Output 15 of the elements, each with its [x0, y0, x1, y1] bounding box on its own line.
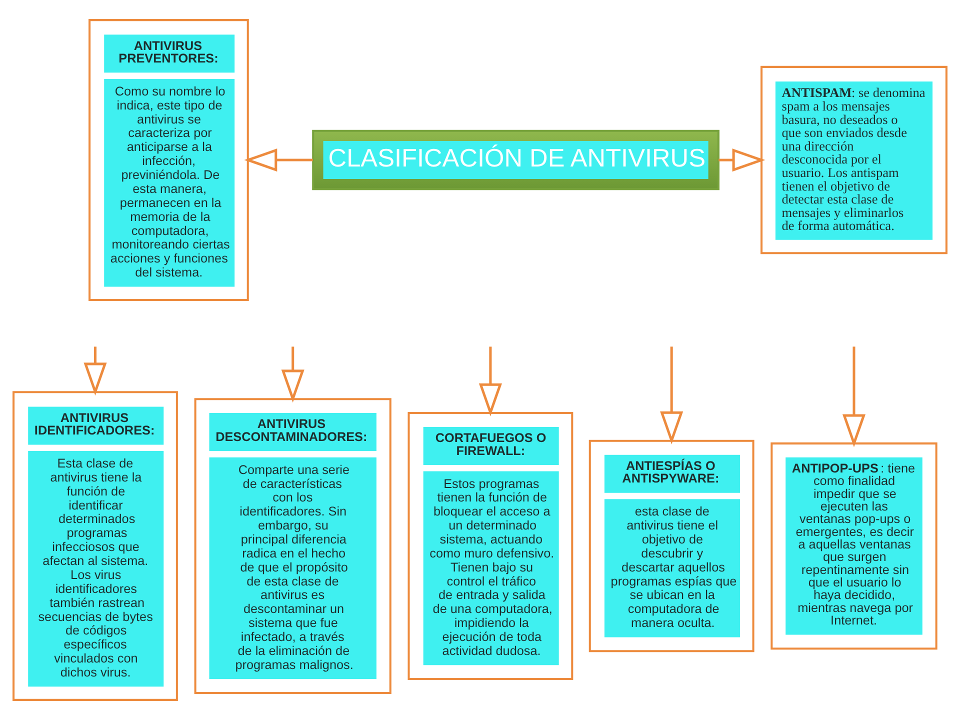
arrow — [478, 346, 502, 416]
node-box: ANTIPOP-UPS: tiene como finalidad impedir que se ejecuten las ventanas pop-ups o emergentes, es decir a aquellas ventanas que surgen repentinamente sin que el usuario lo haya decidido, mientras navega por Internet. — [770, 442, 938, 650]
arrow — [660, 346, 684, 444]
arrow — [84, 346, 107, 396]
arrow — [718, 148, 766, 172]
node-box: ANTISPAM: se denomina spam a los mensajes basura, no deseados o que son enviados desde una dirección desconocida por el usuario. Los antispam tienen el objetivo de detectar esta clase de mensajes y eliminarlos de forma automática. — [760, 66, 948, 254]
node-box: ANTIVIRUS IDENTIFICADORES: Esta clase de antivirus tiene la función de identificar determinados programas infecciosos que afectan al sistema. Los virus identificadores también rastrean secuencias de bytes de códigos específicos vinculados con dichos virus. — [12, 391, 178, 701]
arrow — [244, 148, 313, 172]
node-box: ANTIESPÍAS O ANTISPYWARE: esta clase de antivirus tiene el objetivo de descubrir y descartar aquellos programas espías que se ubican en la computadora de manera oculta. — [588, 440, 754, 652]
arrow — [281, 346, 304, 403]
node-box: CLASIFICACIÓN DE ANTIVIRUS — [312, 130, 720, 190]
node-box: ANTIVIRUS DESCONTAMINADORES: Comparte una serie de características con los identificadores. Sin embargo, su principal diferencia radica en el hecho de que el propósito de esta clase de antivirus es descontaminar un sistema que fue infectado, a través de la eliminación de programas malignos. — [194, 398, 392, 694]
node-box: ANTIVIRUS PREVENTORES: Como su nombre lo indica, este tipo de antivirus se caracteriza por anticiparse a la infección, previniéndola. De esta manera, permanecen en la memoria de la computadora, monitoreando ciertas acciones y funciones del sistema. — [88, 19, 249, 302]
node-box: CORTAFUEGOS O FIREWALL: Estos programas tienen la función de bloquear el acceso a un determinado sistema, actuando como muro defensivo. Tienen bajo su control el tráfico de entrada y salida de una computadora, impidiendo la ejecución de toda actividad dudosa. — [408, 412, 574, 680]
arrow — [842, 346, 866, 448]
